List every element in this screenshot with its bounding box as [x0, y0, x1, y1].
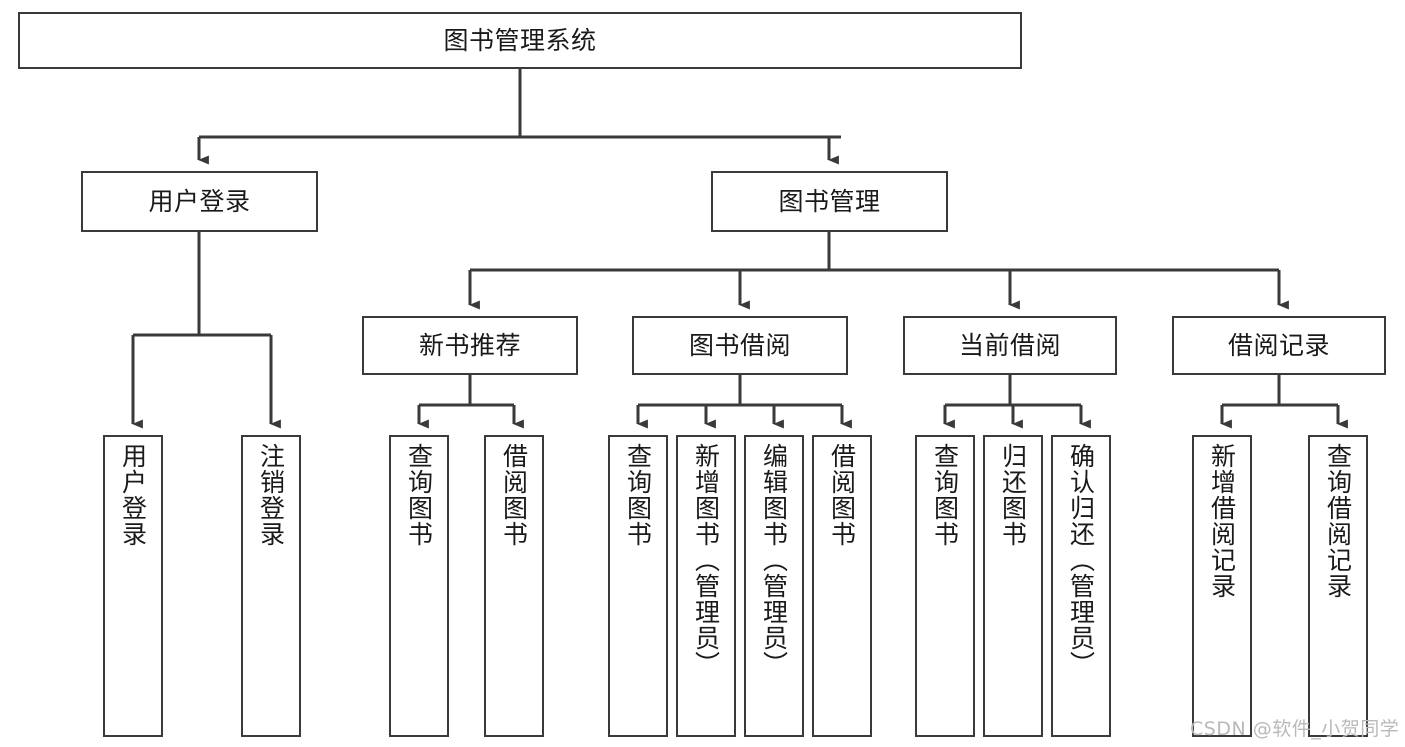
node-root-label: 图书管理系统 — [443, 26, 597, 55]
leaf-bb-add-book[interactable]: 新增图书（管理员） — [676, 435, 736, 737]
node-current-borrow[interactable]: 当前借阅 — [903, 316, 1117, 375]
leaf-cb-confirm-return[interactable]: 确认归还（管理员） — [1051, 435, 1111, 737]
leaf-nbr-query-book-label: 查询图书 — [404, 443, 434, 547]
leaf-bb-query-book[interactable]: 查询图书 — [608, 435, 668, 737]
leaf-user-login-logout[interactable]: 注销登录 — [241, 435, 301, 737]
node-book-borrow-label: 图书借阅 — [688, 331, 791, 360]
leaf-cb-query-book[interactable]: 查询图书 — [915, 435, 975, 737]
leaf-cb-confirm-return-label: 确认归还（管理员） — [1066, 443, 1096, 677]
node-borrow-records[interactable]: 借阅记录 — [1172, 316, 1386, 375]
leaf-nbr-borrow-book[interactable]: 借阅图书 — [484, 435, 544, 737]
leaf-user-login-login-label: 用户登录 — [118, 443, 148, 547]
leaf-user-login-login[interactable]: 用户登录 — [103, 435, 163, 737]
leaf-bb-query-book-label: 查询图书 — [623, 443, 653, 547]
leaf-nbr-query-book[interactable]: 查询图书 — [389, 435, 449, 737]
node-borrow-records-label: 借阅记录 — [1227, 331, 1330, 360]
leaf-bb-borrow-book[interactable]: 借阅图书 — [812, 435, 872, 737]
node-current-borrow-label: 当前借阅 — [958, 331, 1061, 360]
leaf-br-add-record[interactable]: 新增借阅记录 — [1192, 435, 1252, 737]
node-user-login[interactable]: 用户登录 — [81, 171, 318, 232]
csdn-watermark: CSDN @软件_小贺同学 — [1190, 718, 1400, 740]
node-root[interactable]: 图书管理系统 — [18, 12, 1022, 69]
leaf-cb-query-book-label: 查询图书 — [930, 443, 960, 547]
node-book-management-label: 图书管理 — [778, 187, 881, 216]
node-user-login-label: 用户登录 — [148, 187, 251, 216]
leaf-bb-edit-book[interactable]: 编辑图书（管理员） — [744, 435, 804, 737]
leaf-user-login-logout-label: 注销登录 — [256, 443, 286, 547]
leaf-bb-borrow-book-label: 借阅图书 — [827, 443, 857, 547]
leaf-br-add-record-label: 新增借阅记录 — [1207, 443, 1237, 599]
leaf-cb-return-book-label: 归还图书 — [998, 443, 1028, 547]
node-new-book-recommend[interactable]: 新书推荐 — [362, 316, 578, 375]
leaf-br-query-record-label: 查询借阅记录 — [1323, 443, 1353, 599]
leaf-br-query-record[interactable]: 查询借阅记录 — [1308, 435, 1368, 737]
leaf-bb-edit-book-label: 编辑图书（管理员） — [759, 443, 789, 677]
node-new-book-recommend-label: 新书推荐 — [418, 331, 521, 360]
node-book-borrow[interactable]: 图书借阅 — [632, 316, 848, 375]
leaf-cb-return-book[interactable]: 归还图书 — [983, 435, 1043, 737]
leaf-bb-add-book-label: 新增图书（管理员） — [691, 443, 721, 677]
leaf-nbr-borrow-book-label: 借阅图书 — [499, 443, 529, 547]
node-book-management[interactable]: 图书管理 — [711, 171, 948, 232]
